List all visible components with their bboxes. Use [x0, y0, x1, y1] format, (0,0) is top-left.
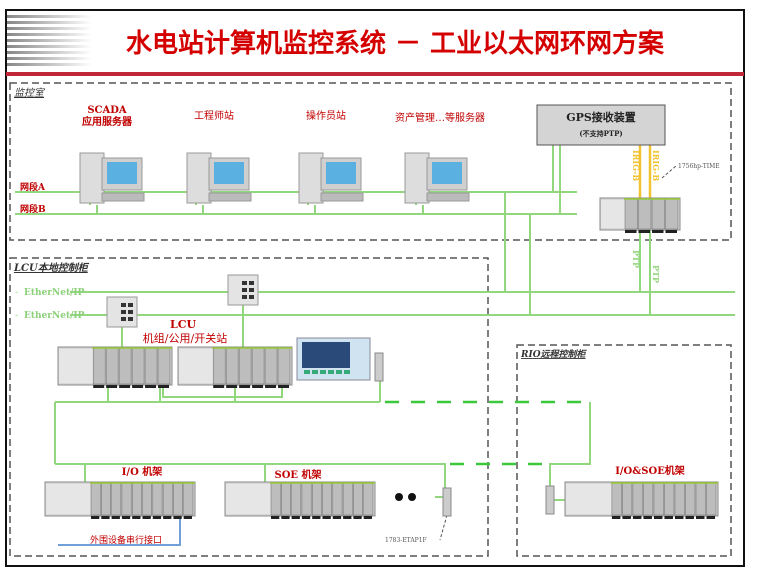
io-rack-label: I/O 机架: [122, 465, 163, 478]
more-dot: [395, 493, 403, 501]
irig-label-1: IRIG-B: [631, 150, 641, 181]
tap-label: 1783-ETAP1F: [385, 537, 427, 544]
time-module-label: 1756hp-TIME: [678, 163, 720, 170]
devices: [44, 152, 719, 519]
serial-line: [58, 515, 181, 546]
tap-leader: [439, 514, 448, 541]
lcu-label: LCU本地控制柜: [13, 262, 90, 274]
io-rack: [44, 481, 196, 519]
serial-label: 外围设备串行接口: [90, 534, 162, 546]
controller-rack-time: [599, 197, 681, 233]
lcu-title: LCU: [170, 318, 196, 331]
rio-rack-label: I/O&SOE机架: [615, 464, 685, 477]
rio-box: [516, 344, 732, 557]
irig-label-2: IRIG-B: [651, 150, 661, 181]
ring-dashed: [385, 400, 590, 466]
ethernet-dash-1: -: [15, 288, 18, 298]
computer-icon: [79, 152, 145, 204]
soe-rack-label: SOE 机架: [274, 468, 321, 481]
gps-sub: (不支持PTP): [579, 129, 622, 138]
rio-io-soe-rack: [564, 481, 719, 519]
lcu-controller-rack: [57, 346, 173, 388]
scada-sub-label: 应用服务器: [82, 115, 133, 128]
gps-label: GPS接收装置: [566, 110, 636, 124]
etap-module-icon: [545, 485, 555, 515]
soe-rack: [224, 481, 376, 519]
lcu-subtitle: 机组/公用/开关站: [143, 331, 227, 345]
scada-label: SCADA: [87, 105, 127, 116]
hmi-panel-icon: [296, 337, 371, 381]
operator-station-label: 操作员站: [306, 109, 346, 122]
control-room-box: [9, 82, 732, 241]
ethernet-label-2: EtherNet/IP: [24, 311, 85, 321]
computer-icon: [298, 152, 364, 204]
ethernet-dash-2: -: [15, 311, 18, 321]
etap-module-icon: [442, 487, 452, 517]
ptp-label-1: PTP: [631, 250, 641, 268]
computer-icon: [186, 152, 252, 204]
header-stripes: [7, 15, 92, 66]
lcu-controller-rack: [177, 346, 293, 388]
etap-module-icon: [374, 352, 384, 382]
title-underline: [6, 72, 744, 76]
asset-server-label: 资产管理…等服务器: [395, 111, 485, 124]
computer-icon: [404, 152, 470, 204]
page-title: 水电站计算机监控系统 － 工业以太网环网方案: [126, 28, 665, 59]
rio-label: RIO远程控制柜: [520, 349, 588, 360]
lcu-box: [9, 257, 489, 557]
gps-receiver: [536, 104, 666, 146]
time-leader: [661, 165, 677, 179]
engineer-station-label: 工程师站: [194, 109, 234, 122]
segment-a-label: 网段A: [20, 181, 46, 193]
segment-b-label: 网段B: [20, 203, 46, 215]
control-room-label: 监控室: [14, 87, 46, 99]
ethernet-switch-icon: [227, 274, 259, 306]
ptp-label-2: PTP: [651, 265, 661, 283]
more-dot: [408, 493, 416, 501]
ethernet-switch-icon: [106, 296, 138, 328]
ethernet-label-1: EtherNet/IP: [24, 288, 85, 298]
frame: [5, 9, 745, 567]
